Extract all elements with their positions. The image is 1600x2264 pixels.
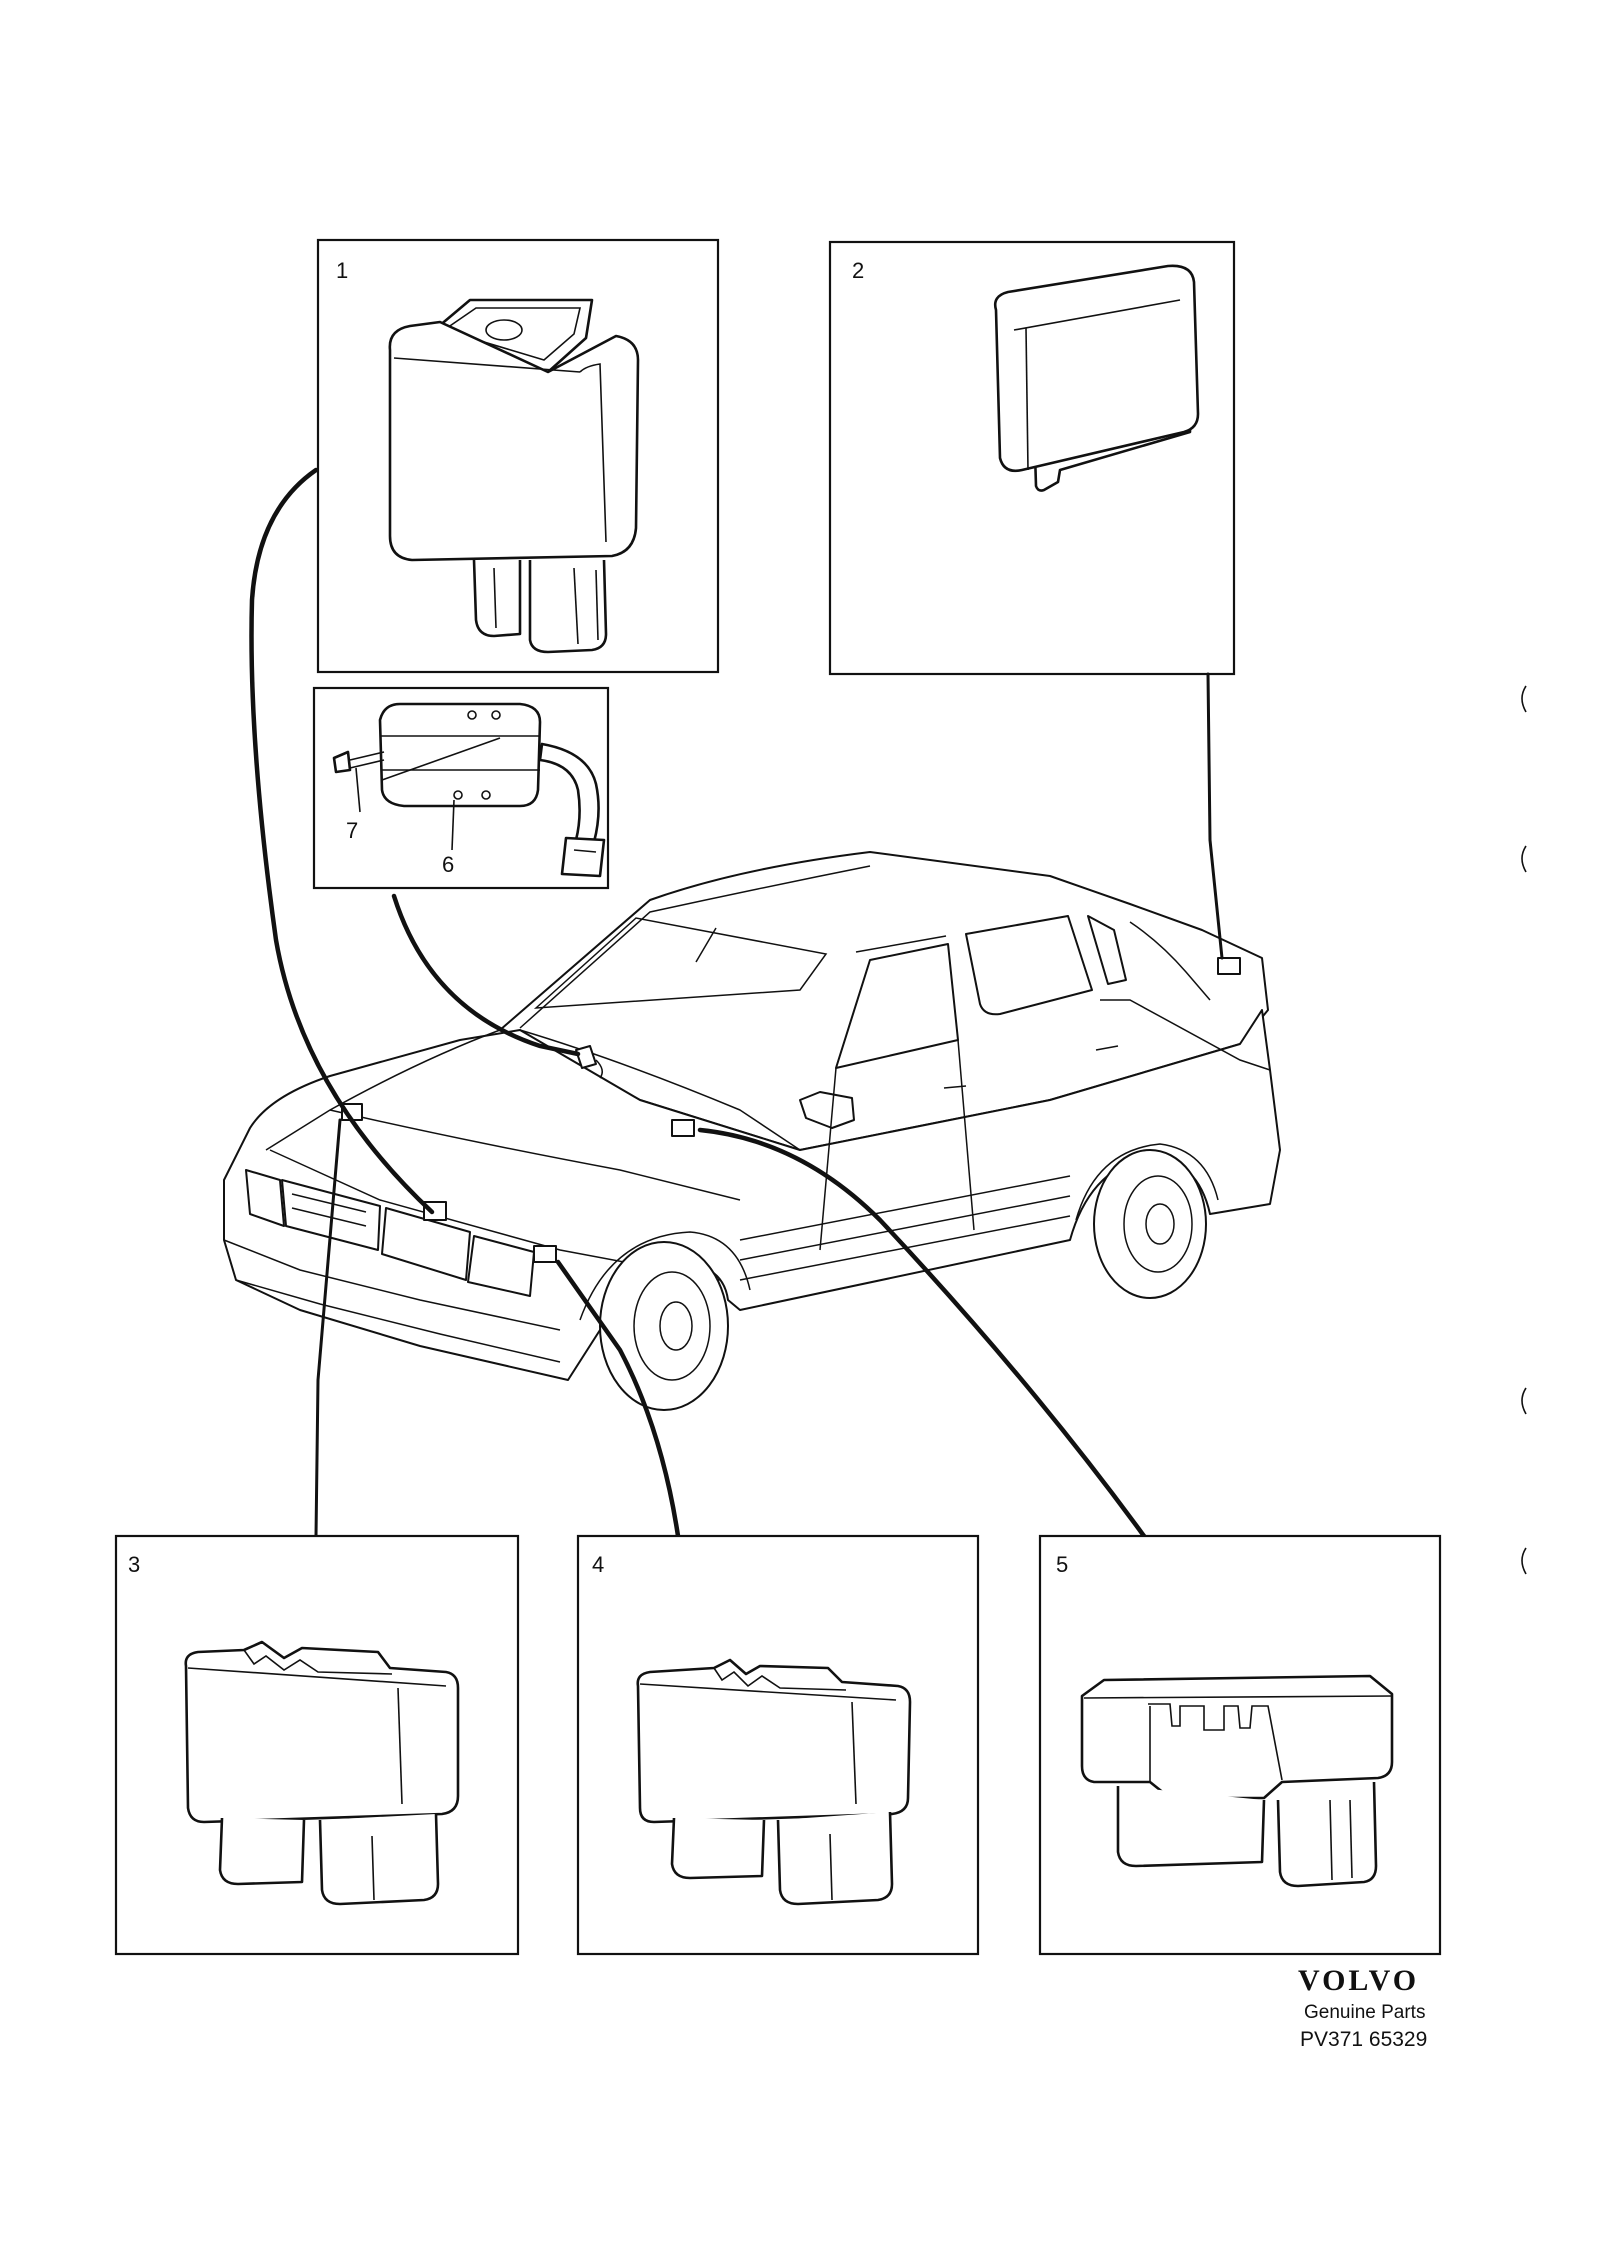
leader-panel-4 bbox=[555, 1259, 681, 1539]
callout-2: 2 bbox=[852, 258, 864, 283]
leader-panel-1 bbox=[249, 467, 435, 1215]
brand-block: VOLVO Genuine Parts PV371 65329 bbox=[1298, 1964, 1427, 2051]
callout-7: 7 bbox=[346, 818, 358, 843]
car-illustration bbox=[223, 851, 1281, 1411]
callout-5: 5 bbox=[1056, 1552, 1068, 1577]
panel-6-7: 7 6 bbox=[312, 686, 610, 890]
panel-2: 2 bbox=[828, 240, 1236, 676]
callout-3: 3 bbox=[128, 1552, 140, 1577]
volvo-logo: VOLVO bbox=[1298, 1964, 1419, 1997]
leader-lines bbox=[249, 467, 1224, 1539]
diagram-reference: PV371 65329 bbox=[1300, 2028, 1427, 2051]
leader-panel-2 bbox=[1206, 672, 1224, 960]
callout-1: 1 bbox=[336, 258, 348, 283]
panel-3: 3 bbox=[114, 1534, 520, 1956]
callout-4: 4 bbox=[592, 1552, 604, 1577]
panel-4: 4 bbox=[576, 1534, 980, 1956]
leader-panel-6-7 bbox=[391, 893, 581, 1057]
relay-5 bbox=[1080, 1674, 1394, 1888]
callout-6: 6 bbox=[442, 852, 454, 877]
margin-marks bbox=[1521, 685, 1527, 1575]
brand-subtitle: Genuine Parts bbox=[1304, 2002, 1425, 2023]
relay-4 bbox=[636, 1658, 912, 1906]
relay-1 bbox=[388, 298, 640, 654]
panel-1: 1 bbox=[316, 238, 720, 674]
leader-panel-5 bbox=[697, 1127, 1147, 1539]
relay-3 bbox=[184, 1640, 460, 1906]
leader-panel-3 bbox=[314, 1118, 342, 1538]
panel-5: 5 bbox=[1038, 1534, 1442, 1956]
control-module-2 bbox=[993, 264, 1200, 492]
control-unit-6 bbox=[332, 702, 606, 878]
